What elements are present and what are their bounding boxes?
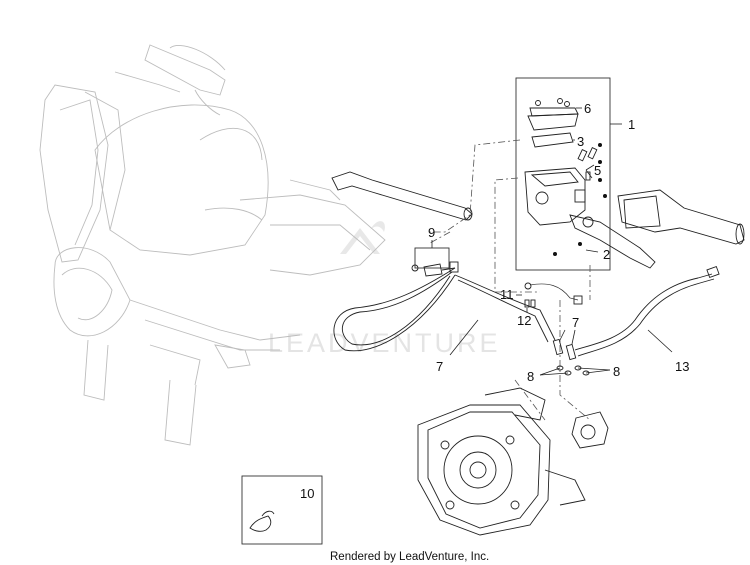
callout-8-right: 8 xyxy=(613,364,620,379)
banjo-bolt-fitting xyxy=(411,247,459,277)
reservoir-diaphragm xyxy=(531,132,574,148)
render-credit: Rendered by LeadVenture, Inc. xyxy=(330,551,489,563)
slave-hose xyxy=(574,265,720,357)
master-cylinder-assembly: 1 6 3 5 xyxy=(515,77,656,271)
callout-11: 11 xyxy=(500,287,514,302)
clip-group xyxy=(241,475,323,545)
callout-7: 7 xyxy=(572,315,579,330)
pivot-pins xyxy=(577,143,607,198)
callout-3: 3 xyxy=(577,134,584,149)
callout-12: 12 xyxy=(517,313,531,328)
callout-2: 2 xyxy=(603,247,610,262)
clutch-lever xyxy=(553,214,656,269)
motorcycle-front-illustration xyxy=(39,44,473,446)
engine-clutch-housing xyxy=(417,387,609,536)
callout-6: 7 xyxy=(436,359,443,374)
sealing-washers xyxy=(539,365,611,376)
group-box-10 xyxy=(241,475,323,545)
clutch-switch xyxy=(524,282,583,308)
callout-4: 5 xyxy=(594,163,601,178)
right-handlebar-grip xyxy=(617,189,745,245)
master-cylinder-body xyxy=(524,167,586,226)
hose-fittings xyxy=(552,329,577,361)
callout-9: 9 xyxy=(428,225,435,240)
callout-13: 13 xyxy=(675,359,689,374)
callout-8-left: 8 xyxy=(527,369,534,384)
callout-5: 6 xyxy=(584,101,591,116)
callout-10: 10 xyxy=(300,486,314,501)
watermark-logo: LEADVENTURE xyxy=(268,221,498,358)
group-box-1 xyxy=(515,77,611,271)
assembly-guide-lines xyxy=(428,139,591,421)
callout-1: 1 xyxy=(628,117,635,132)
reservoir-cap xyxy=(527,98,579,131)
clutch-hose xyxy=(333,267,556,352)
